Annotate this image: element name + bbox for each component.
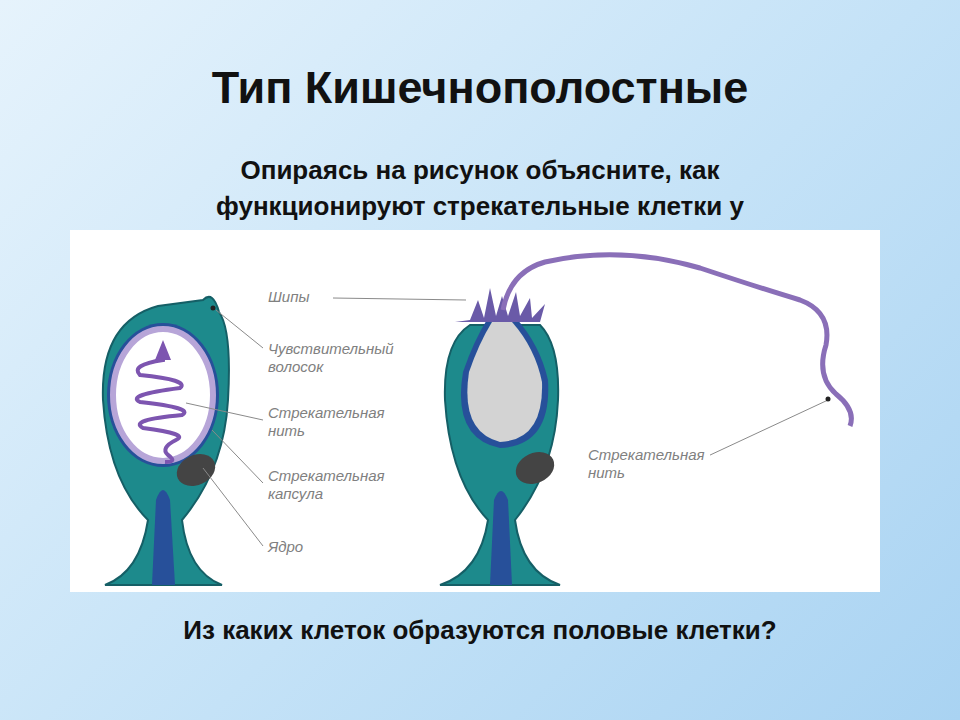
part-label: Стрекательная нить xyxy=(266,404,390,440)
part-label: Стрекательная капсула xyxy=(266,467,390,503)
part-label: Стрекательная нить xyxy=(586,446,710,482)
part-label: Ядро xyxy=(266,538,305,556)
question-text: Опираясь на рисунок объясните, как функц… xyxy=(160,152,800,224)
part-label: Шипы xyxy=(266,288,311,306)
slide-title: Тип Кишечнополостные xyxy=(0,62,960,114)
question-text: Из каких клеток образуются половые клетк… xyxy=(0,612,960,648)
part-label: Чувствительный волосок xyxy=(266,340,390,376)
